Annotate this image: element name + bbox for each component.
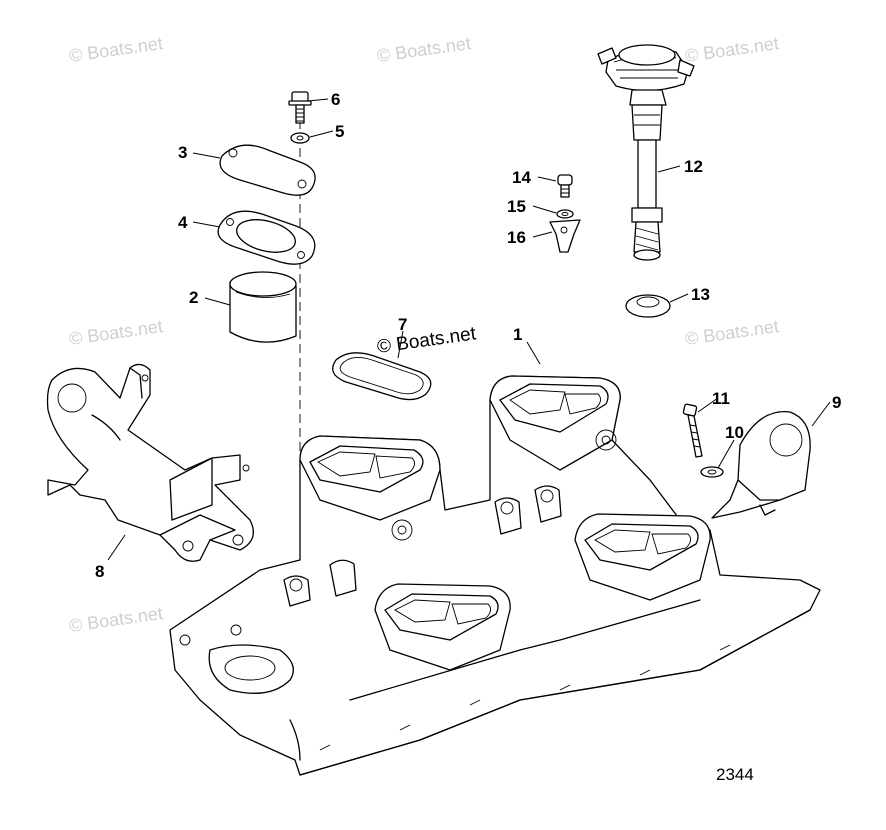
part-2-sleeve [229,271,297,343]
callout-13: 13 [691,285,710,304]
watermark-center-overlay: © Boats.net [376,323,478,358]
callout-10: 10 [725,423,744,442]
callout-7: 7 [398,315,407,334]
part-8-bracket [46,363,254,562]
part-5-washer [290,132,310,144]
callout-14: 14 [512,168,531,187]
callout-16: 16 [507,228,526,247]
callout-1: 1 [513,325,522,344]
part-1-intake-manifold [169,375,821,776]
leader-lines [107,98,831,561]
watermark-mid-right: © Boats.net [684,316,780,349]
callout-12: 12 [684,157,703,176]
callout-4: 4 [178,213,188,232]
callout-2: 2 [189,288,198,307]
watermark-top-center: © Boats.net [376,33,472,66]
part-12-distributor [597,44,695,261]
part-7-gasket [332,352,432,401]
callout-8: 8 [95,562,104,581]
part-11-bolt [682,403,703,458]
callout-labels: 1 2 3 4 5 6 7 8 9 10 11 12 13 14 15 16 [95,90,841,581]
part-4-gasket [217,210,316,265]
callout-5: 5 [335,122,344,141]
part-9-bracket [711,410,811,519]
callout-11: 11 [712,389,730,408]
watermark-bottom-left: © Boats.net [68,603,164,636]
watermark-mid-left: © Boats.net [68,316,164,349]
part-10-washer [700,466,724,478]
callout-3: 3 [178,143,187,162]
part-16-clamp [549,219,581,253]
part-6-bolt [288,91,312,124]
figure-number: 2344 [716,765,754,784]
part-13-washer [625,294,671,318]
watermark-top-left: © Boats.net [68,33,164,66]
callout-9: 9 [832,393,841,412]
watermark-top-right: © Boats.net [684,33,780,66]
part-14-screw [557,174,573,198]
callout-6: 6 [331,90,340,109]
callout-15: 15 [507,197,526,216]
part-3-cover-plate [219,144,316,196]
part-15-nut [556,209,574,219]
